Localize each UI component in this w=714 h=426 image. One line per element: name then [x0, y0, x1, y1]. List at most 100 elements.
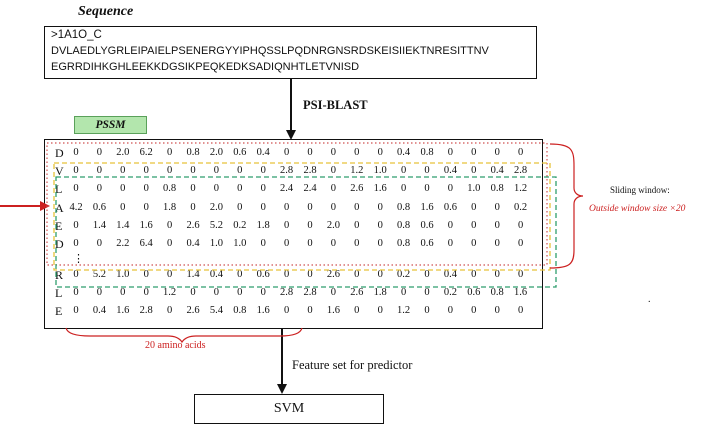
pssm-cell: 0 — [424, 165, 430, 177]
pssm-cell: 0.8 — [490, 287, 504, 299]
pssm-cell: 0 — [120, 183, 126, 195]
pssm-cell: 2.8 — [514, 165, 528, 177]
pssm-cell: 0 — [237, 287, 243, 299]
pssm-cell: 0 — [354, 201, 360, 213]
pssm-cell: 0 — [260, 165, 266, 177]
pssm-cell: 0 — [96, 287, 103, 299]
pssm-cell: 1.6 — [514, 287, 528, 299]
pssm-label: PSSM — [74, 116, 147, 134]
pssm-row-label: E — [55, 304, 63, 319]
pssm-cell: 0 — [120, 201, 126, 213]
pssm-cell: 0.6 — [420, 219, 434, 231]
pssm-cell: 0 — [283, 201, 290, 213]
pssm-cell: 0 — [237, 269, 243, 280]
pssm-cell: 0 — [283, 269, 290, 280]
pssm-cell: 2.8 — [303, 165, 317, 177]
pssm-cell: 0 — [447, 183, 454, 195]
pssm-cell: 1.0 — [209, 238, 223, 249]
window-bracket — [549, 143, 584, 269]
pssm-cell: 0 — [400, 165, 407, 177]
pssm-cell: 0.8 — [233, 305, 247, 317]
pssm-row-label: D — [55, 237, 64, 251]
pssm-cell: 0 — [166, 147, 173, 158]
pssm-cell: 0 — [190, 287, 196, 299]
pssm-cell: 0 — [330, 287, 337, 299]
pssm-row-label: D — [55, 146, 64, 160]
pssm-cell: 1.6 — [420, 201, 434, 213]
pssm-cell: 0 — [400, 183, 407, 195]
pssm-cell: 0 — [260, 287, 266, 299]
pssm-cell: 0 — [330, 183, 337, 195]
pssm-cell: 2.8 — [139, 305, 153, 317]
pssm-cell: 2.0 — [209, 201, 223, 213]
pssm-cell: 0.2 — [443, 287, 457, 299]
pssm-row-label: R — [55, 268, 64, 282]
pssm-cell: 0 — [494, 238, 500, 249]
pssm-cell: 1.2 — [163, 287, 177, 299]
pssm-cell: 0.4 — [256, 147, 270, 158]
pssm-cell: 0 — [237, 183, 243, 195]
pssm-cell: 0 — [424, 269, 430, 280]
pssm-cell: 1.6 — [326, 305, 340, 317]
pssm-cell: 0.4 — [209, 269, 223, 280]
pssm-cell: 0 — [166, 238, 173, 249]
amino-acids-label: 20 amino acids — [145, 340, 206, 351]
pssm-cell: 0.6 — [467, 287, 481, 299]
pssm-cell: 0.8 — [397, 201, 411, 213]
pssm-cell: 0 — [447, 305, 454, 317]
pssm-cell: 6.2 — [139, 147, 153, 158]
pssm-cell: 5.4 — [209, 305, 223, 317]
pssm-cell: 1.2 — [397, 305, 411, 317]
pssm-cell: 0 — [190, 165, 196, 177]
pssm-cell: 0 — [166, 165, 173, 177]
pssm-cell: 0 — [471, 305, 477, 317]
pssm-cell: 2.8 — [280, 165, 294, 177]
sequence-id: >1A1O_C — [51, 29, 102, 41]
pssm-cell: 1.8 — [373, 287, 387, 299]
pssm-cell: 0 — [377, 269, 383, 280]
pssm-row-label: E — [55, 218, 63, 233]
pssm-cell: 2.4 — [303, 183, 317, 195]
feature-set-label: Feature set for predictor — [292, 358, 413, 372]
pssm-cell: 0.8 — [397, 238, 411, 249]
pssm-cell: 0 — [307, 147, 313, 158]
pssm-cell: 0 — [96, 238, 103, 249]
pssm-cell: 1.6 — [139, 219, 153, 231]
pssm-cell: 0.6 — [233, 147, 247, 158]
pssm-cell: 0.6 — [443, 201, 457, 213]
pssm-cell: 2.0 — [209, 147, 223, 158]
pssm-cell: 0 — [330, 165, 337, 177]
pssm-row-label: A — [55, 200, 64, 215]
pssm-cell: 0 — [143, 201, 149, 213]
pssm-cell: 0 — [424, 305, 430, 317]
sequence-title: Sequence — [78, 4, 134, 19]
pssm-cell: 0 — [354, 219, 360, 231]
pssm-cell: 0.4 — [186, 238, 200, 249]
pssm-cell: 0 — [494, 201, 500, 213]
pssm-cell: 1.4 — [92, 219, 106, 231]
pssm-cell: 2.0 — [326, 219, 340, 231]
pssm-cell: 1.2 — [350, 165, 364, 177]
pssm-cell: 0 — [471, 201, 477, 213]
stray-dot: . — [648, 294, 651, 305]
pssm-cell: 0 — [73, 183, 79, 195]
pssm-cell: 1.4 — [186, 269, 200, 280]
pssm-cell: 0 — [73, 219, 79, 231]
pssm-cell: 1.0 — [116, 269, 130, 280]
svm-box: SVM — [194, 394, 384, 424]
pssm-cell: 0 — [120, 287, 126, 299]
pssm-cell: 0 — [447, 219, 454, 231]
pssm-cell: 2.8 — [280, 287, 294, 299]
pssm-cell: 0 — [73, 238, 79, 249]
pssm-cell: 0 — [237, 201, 243, 213]
pssm-cell: 0 — [377, 147, 383, 158]
pssm-cell: 0 — [96, 183, 103, 195]
pssm-cell: 2.0 — [116, 147, 130, 158]
pssm-cell: 2.6 — [350, 183, 364, 195]
outside-window-size-label: Outside window size ×20 — [589, 204, 686, 214]
pssm-cell: 0 — [354, 305, 360, 317]
pssm-cell: 0 — [283, 238, 290, 249]
pssm-cell: 0.4 — [490, 165, 504, 177]
pssm-cell: 0 — [330, 147, 337, 158]
window-green-dashed — [55, 176, 557, 288]
